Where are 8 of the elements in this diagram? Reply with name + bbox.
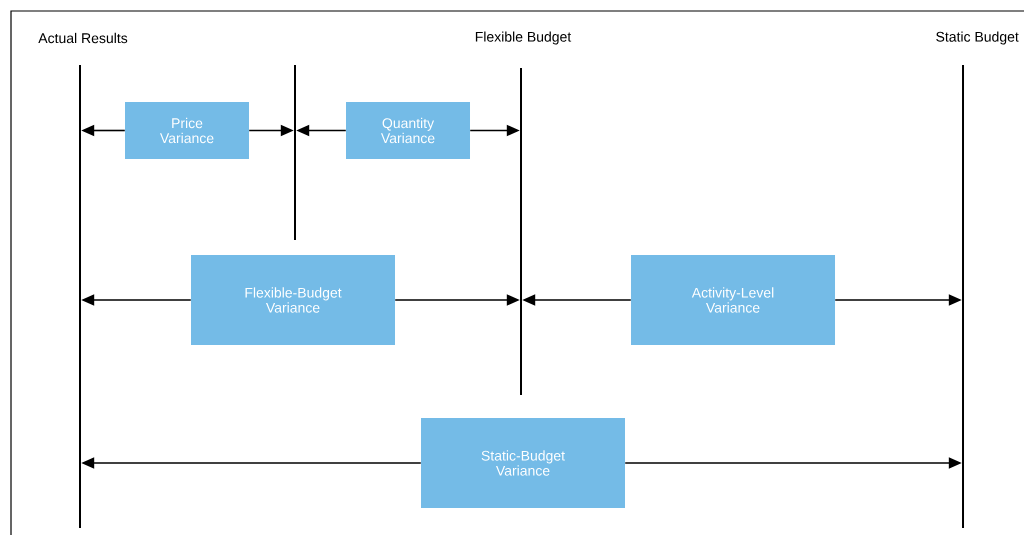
heading: Flexible Budget [475,31,572,45]
variance-box: Activity-Level Variance [631,255,835,345]
variance-box: Quantity Variance [346,102,470,159]
variance-box: Flexible-Budget Variance [191,255,395,345]
variance-box: Price Variance [125,102,249,159]
heading: Actual Results [38,32,128,44]
variance-box: Static-Budget Variance [421,418,625,508]
heading: Static Budget [936,31,1019,45]
